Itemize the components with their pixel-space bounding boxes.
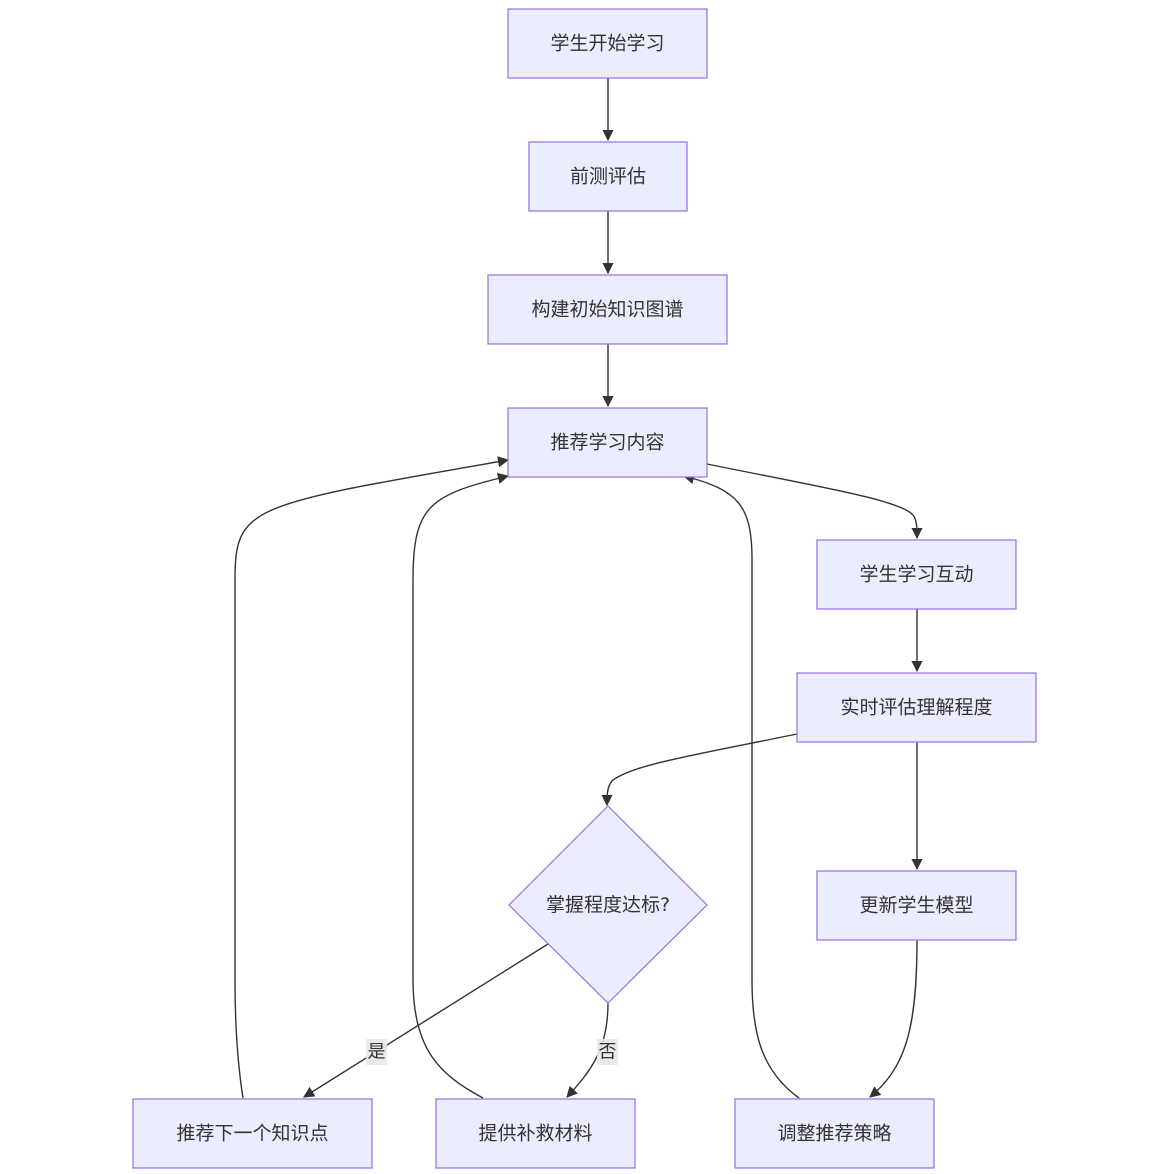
node-realtime-eval-label: 实时评估理解程度 xyxy=(840,697,992,719)
edge-realtime-eval-to-mastery-check xyxy=(601,733,798,807)
edge-remedial-to-recommend xyxy=(412,472,510,1099)
node-mastery-check: 掌握程度达标? xyxy=(508,805,708,1004)
node-next-point-label: 推荐下一个知识点 xyxy=(176,1123,328,1145)
node-realtime-eval: 实时评估理解程度 xyxy=(796,672,1037,743)
node-start: 学生开始学习 xyxy=(507,8,708,79)
edge-mastery-check-to-next-point xyxy=(303,943,549,1098)
edge-label-no-text: 否 xyxy=(599,1042,617,1063)
node-recommend-label: 推荐学习内容 xyxy=(550,432,664,454)
node-interact-label: 学生学习互动 xyxy=(859,564,973,586)
node-update-model: 更新学生模型 xyxy=(816,870,1017,941)
edge-next-point-to-recommend xyxy=(234,456,510,1099)
node-start-label: 学生开始学习 xyxy=(550,33,664,55)
edge-label-yes-text: 是 xyxy=(368,1042,386,1063)
node-pretest-label: 前测评估 xyxy=(570,166,646,188)
node-next-point: 推荐下一个知识点 xyxy=(132,1098,373,1169)
node-adjust-strategy: 调整推荐策略 xyxy=(734,1098,935,1169)
node-update-model-label: 更新学生模型 xyxy=(859,895,973,917)
node-pretest: 前测评估 xyxy=(528,141,688,212)
edge-update-model-to-adjust-strategy xyxy=(869,939,918,1098)
edge-label-no: 否 xyxy=(597,1039,618,1065)
edges xyxy=(234,78,923,1099)
node-build-graph: 构建初始知识图谱 xyxy=(487,274,728,345)
node-interact: 学生学习互动 xyxy=(816,539,1017,610)
node-mastery-check-label: 掌握程度达标? xyxy=(546,894,670,916)
node-build-graph-label: 构建初始知识图谱 xyxy=(531,299,683,321)
edge-adjust-strategy-to-recommend xyxy=(682,473,800,1099)
node-adjust-strategy-label: 调整推荐策略 xyxy=(777,1123,891,1145)
node-remedial-label: 提供补救材料 xyxy=(478,1123,592,1145)
edge-mastery-check-to-remedial xyxy=(566,1002,609,1098)
edge-label-yes: 是 xyxy=(366,1039,387,1065)
node-remedial: 提供补救材料 xyxy=(435,1098,636,1169)
node-recommend: 推荐学习内容 xyxy=(507,407,708,478)
edge-recommend-to-interact xyxy=(706,463,923,540)
